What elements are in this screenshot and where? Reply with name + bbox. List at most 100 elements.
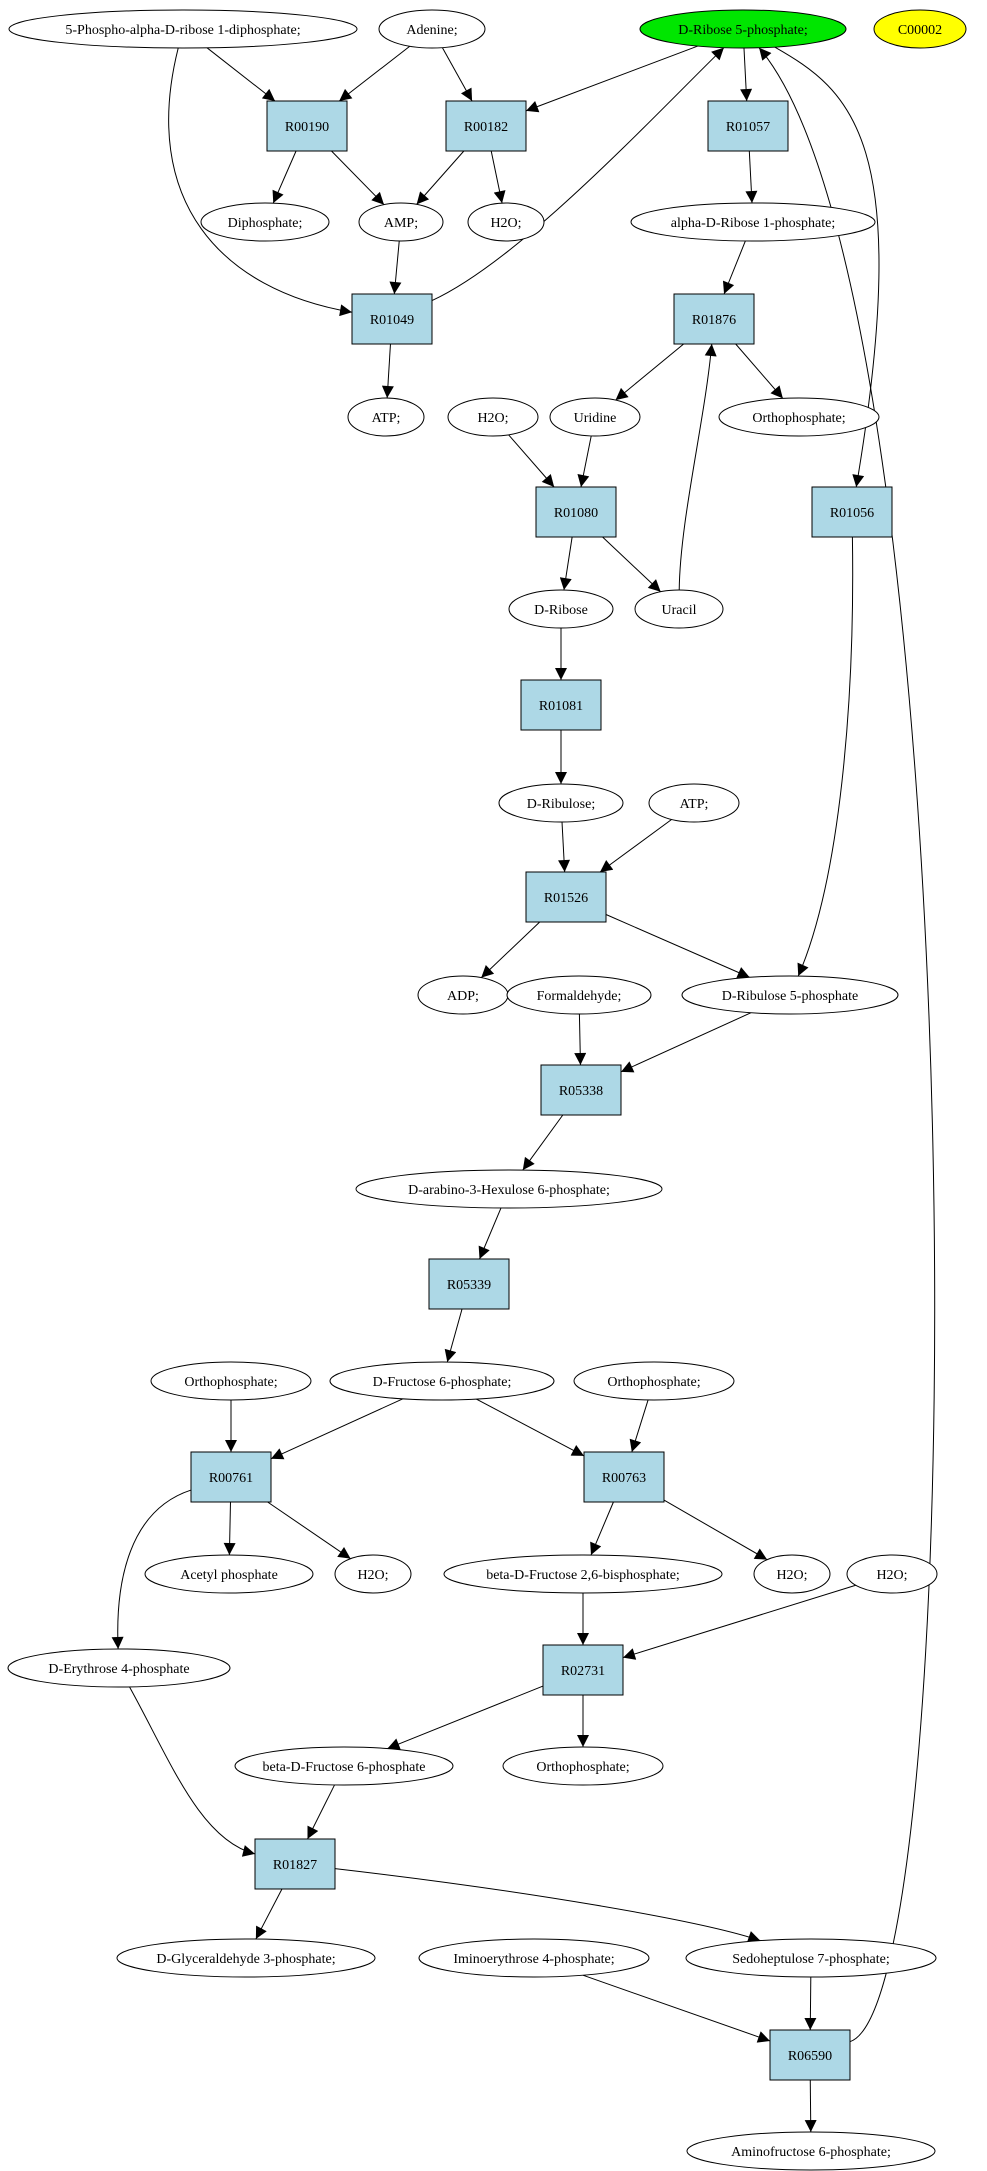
reaction-node[interactable]: R01827 — [254, 1838, 336, 1890]
reaction-node[interactable]: R05338 — [540, 1064, 622, 1116]
reaction-node[interactable]: R01526 — [525, 871, 607, 923]
edge-R05338-to-c_hu6p — [522, 1114, 564, 1171]
reaction-node[interactable]: R01056 — [811, 486, 893, 538]
reaction-node[interactable]: R00761 — [190, 1451, 272, 1503]
compound-node[interactable]: D-Ribulose; — [498, 783, 624, 823]
edge-R00182-to-c_h2o_1 — [490, 150, 506, 204]
compound-node[interactable]: H2O; — [753, 1554, 831, 1594]
compound-node[interactable]: Orthophosphate; — [150, 1361, 312, 1401]
compound-ellipse — [502, 1746, 664, 1786]
reaction-node[interactable]: R05339 — [428, 1258, 510, 1310]
reaction-label: R01080 — [554, 506, 598, 521]
reaction-box — [254, 1838, 336, 1890]
edge-c_h2o_5-to-R02731 — [622, 1584, 856, 1660]
compound-node[interactable]: ADP; — [417, 975, 509, 1015]
reaction-label: R01876 — [692, 313, 736, 328]
reaction-node[interactable]: R02731 — [542, 1644, 624, 1696]
compound-node[interactable]: Sedoheptulose 7-phosphate; — [685, 1938, 937, 1978]
compound-label: Sedoheptulose 7-phosphate; — [732, 1952, 889, 1967]
compound-node[interactable]: Acetyl phosphate — [144, 1554, 314, 1594]
compound-label: Orthophosphate; — [536, 1760, 629, 1775]
compound-node[interactable]: D-Fructose 6-phosphate; — [329, 1361, 555, 1401]
edge-c_s7p-to-R06590 — [804, 1976, 817, 2031]
compound-node[interactable]: ATP; — [347, 397, 425, 437]
compound-ellipse — [718, 397, 880, 437]
reaction-node[interactable]: R01081 — [520, 679, 602, 731]
reaction-node[interactable]: R01080 — [535, 486, 617, 538]
compound-node[interactable]: beta-D-Fructose 2,6-bisphosphate; — [443, 1554, 723, 1594]
compound-label: D-Fructose 6-phosphate; — [373, 1375, 512, 1390]
reaction-box — [769, 2029, 851, 2081]
compound-node[interactable]: H2O; — [467, 202, 545, 242]
compound-label: D-Ribulose 5-phosphate — [722, 989, 858, 1004]
compound-node[interactable]: alpha-D-Ribose 1-phosphate; — [630, 202, 876, 242]
compound-node[interactable]: H2O; — [447, 397, 539, 437]
compound-ellipse — [549, 397, 641, 437]
edge-R01049-to-c_atp_1 — [381, 343, 394, 399]
compound-node[interactable]: Orthophosphate; — [573, 1361, 735, 1401]
edge-R00763-to-c_f26bp — [590, 1501, 614, 1556]
reaction-label: R05339 — [447, 1278, 491, 1293]
reaction-node[interactable]: R00763 — [583, 1451, 665, 1503]
compound-label: Orthophosphate; — [184, 1375, 277, 1390]
reaction-box — [351, 293, 433, 345]
compound-node[interactable]: D-Erythrose 4-phosphate — [7, 1648, 231, 1688]
compound-node[interactable]: D-Ribulose 5-phosphate — [681, 975, 899, 1015]
edge-c_ru5p-to-R05338 — [620, 1012, 752, 1073]
compound-node[interactable]: D-Ribose 5-phosphate; — [639, 9, 847, 49]
edge-c_e4p-to-R01827 — [129, 1686, 256, 1857]
edge-R00761-to-c_e4p — [111, 1489, 192, 1650]
compound-label: Formaldehyde; — [537, 989, 622, 1004]
compound-node[interactable]: Orthophosphate; — [718, 397, 880, 437]
compound-node[interactable]: Uracil — [634, 589, 724, 629]
compound-node[interactable]: H2O; — [846, 1554, 938, 1594]
edge-c_pi_3-to-R00763 — [629, 1399, 649, 1453]
compound-node[interactable]: ATP; — [648, 783, 740, 823]
compound-ellipse — [358, 202, 444, 242]
compound-node[interactable]: Orthophosphate; — [502, 1746, 664, 1786]
reaction-box — [266, 100, 348, 152]
reaction-node[interactable]: R06590 — [769, 2029, 851, 2081]
compound-ellipse — [7, 1648, 231, 1688]
compound-ellipse — [378, 9, 486, 49]
compound-ellipse — [355, 1169, 663, 1209]
edge-c_prpp-to-R01049 — [168, 47, 353, 317]
reaction-node[interactable]: R01049 — [351, 293, 433, 345]
compound-node[interactable]: AMP; — [358, 202, 444, 242]
reaction-node[interactable]: R00182 — [445, 100, 527, 152]
edge-R00190-to-c_amp — [331, 150, 385, 205]
edge-c_f6p-to-R00763 — [476, 1398, 585, 1457]
compound-ellipse — [329, 1361, 555, 1401]
compound-node[interactable]: Aminofructose 6-phosphate; — [686, 2131, 936, 2171]
edge-R01056-to-c_ru5p — [797, 536, 854, 977]
compound-node[interactable]: D-Ribose — [508, 589, 614, 629]
compound-node[interactable]: C00002 — [873, 9, 967, 49]
compound-label: ATP; — [680, 797, 709, 812]
compound-node[interactable]: Uridine — [549, 397, 641, 437]
compound-ellipse — [447, 397, 539, 437]
compound-node[interactable]: Adenine; — [378, 9, 486, 49]
edges-layer — [111, 45, 936, 2133]
reaction-node[interactable]: R01876 — [673, 293, 755, 345]
edge-c_ie4p-to-R06590 — [582, 1974, 771, 2043]
compound-label: Uridine — [574, 411, 617, 426]
compound-node[interactable]: Formaldehyde; — [506, 975, 652, 1015]
reaction-node[interactable]: R00190 — [266, 100, 348, 152]
edge-R06590-to-c_af6p — [804, 2079, 817, 2133]
compound-label: H2O; — [876, 1568, 907, 1583]
reaction-label: R02731 — [561, 1664, 605, 1679]
compound-node[interactable]: D-arabino-3-Hexulose 6-phosphate; — [355, 1169, 663, 1209]
compound-ellipse — [685, 1938, 937, 1978]
compound-node[interactable]: beta-D-Fructose 6-phosphate — [234, 1746, 454, 1786]
compound-node[interactable]: Diphosphate; — [200, 202, 330, 242]
reaction-node[interactable]: R01057 — [707, 100, 789, 152]
compound-label: H2O; — [490, 216, 521, 231]
compound-node[interactable]: Iminoerythrose 4-phosphate; — [418, 1938, 650, 1978]
compound-node[interactable]: 5-Phospho-alpha-D-ribose 1-diphosphate; — [8, 9, 358, 49]
compound-node[interactable]: H2O; — [334, 1554, 412, 1594]
compound-label: beta-D-Fructose 2,6-bisphosphate; — [486, 1568, 680, 1583]
edge-c_uracil-to-R01876 — [678, 343, 717, 591]
compound-ellipse — [508, 589, 614, 629]
compound-node[interactable]: D-Glyceraldehyde 3-phosphate; — [116, 1938, 376, 1978]
edge-R01526-to-c_ru5p — [605, 914, 750, 979]
